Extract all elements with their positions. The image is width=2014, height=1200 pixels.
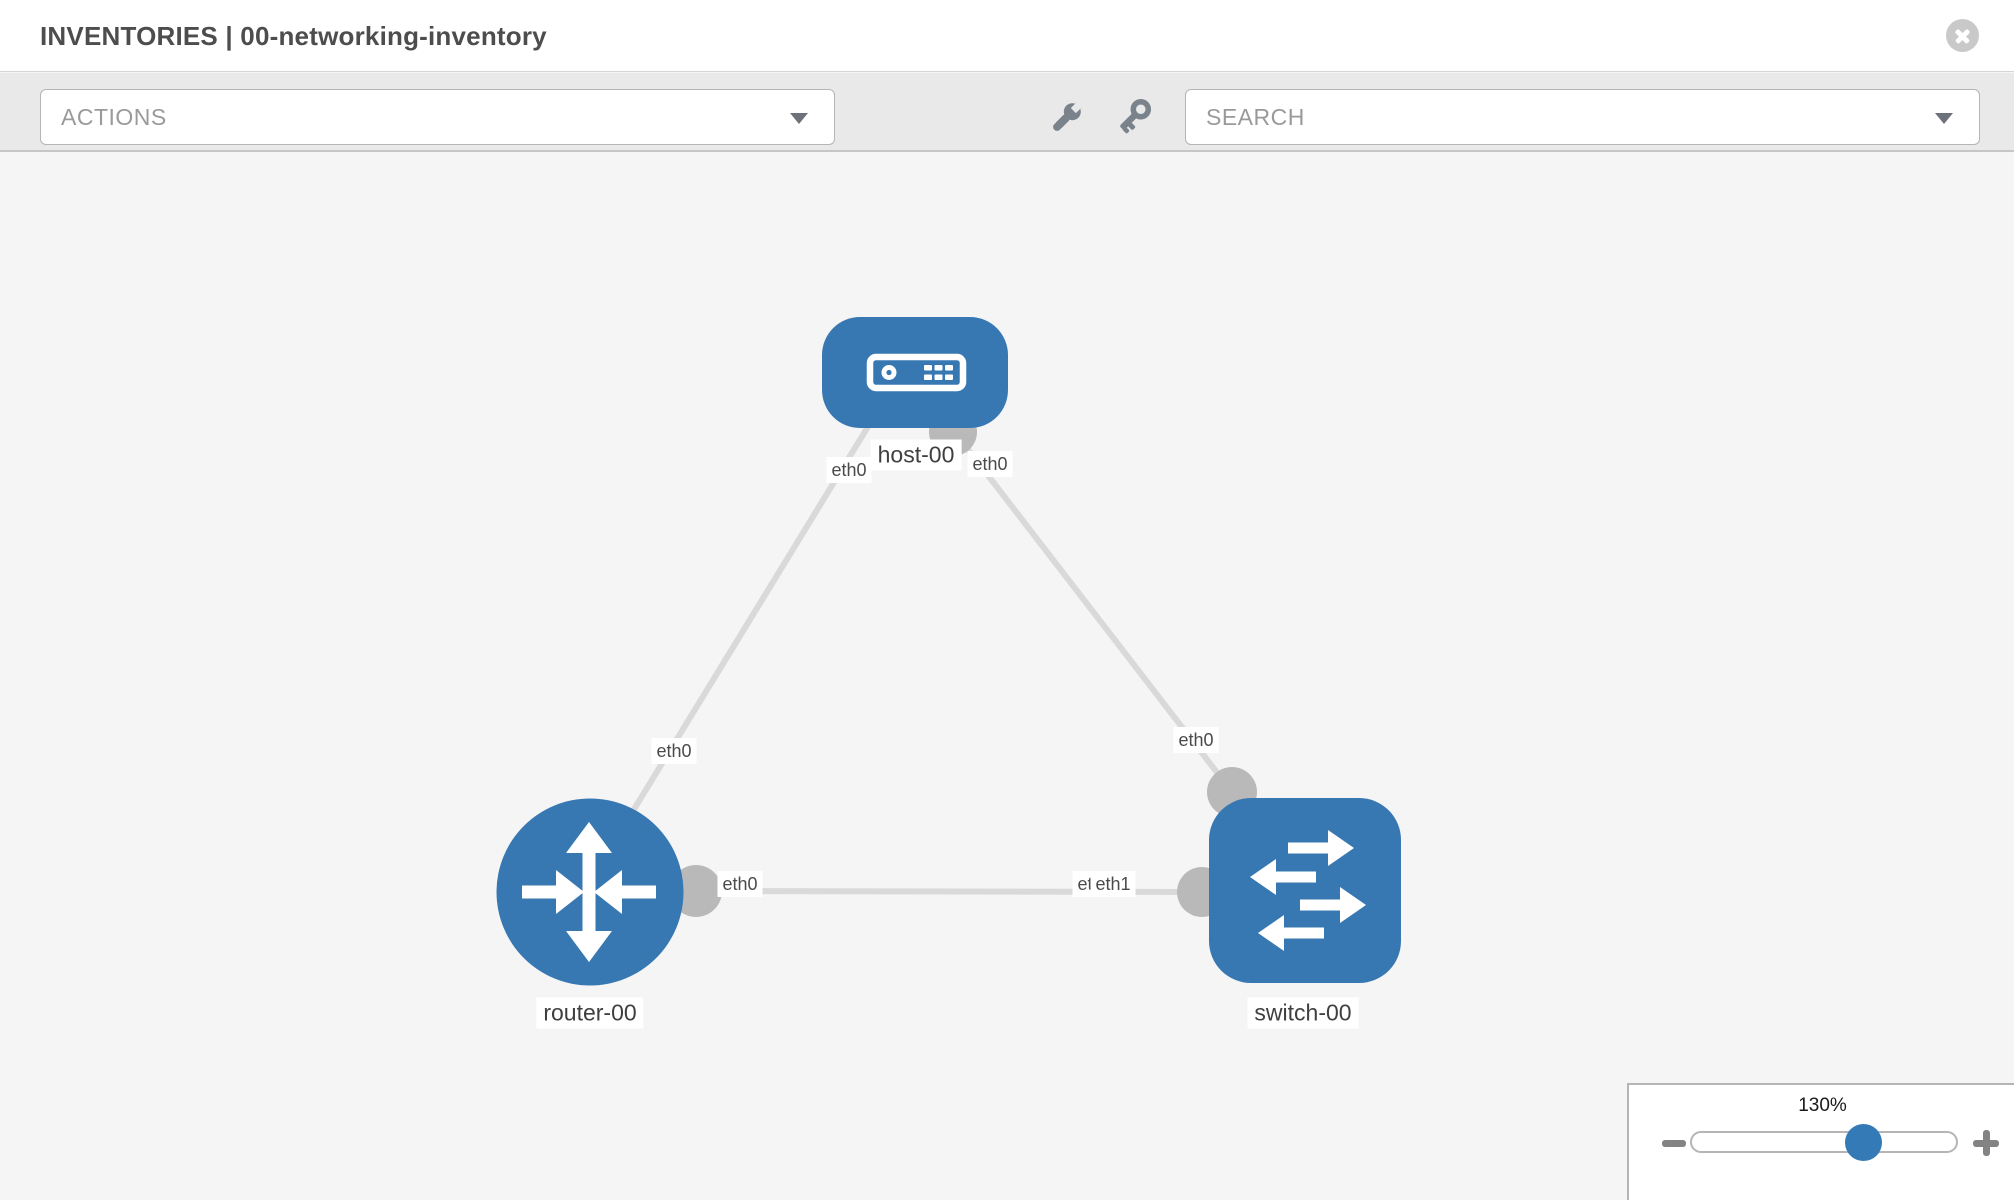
interface-label: eth0 (1173, 727, 1219, 753)
topology-canvas[interactable]: eth0 host-00 eth0 eth0 eth0 eth0 eth0 et… (0, 152, 2014, 1200)
node-host-00[interactable] (822, 317, 1008, 428)
zoom-level-value: 130% (1798, 1095, 1847, 1116)
interface-label: eth0 (826, 457, 872, 483)
zoom-in-icon[interactable] (1973, 1130, 1999, 1156)
node-label-switch-00: switch-00 (1247, 997, 1359, 1029)
header: INVENTORIES | 00-networking-inventory (0, 0, 2014, 72)
search-dropdown[interactable]: SEARCH (1185, 89, 1980, 145)
actions-dropdown[interactable]: ACTIONS (40, 89, 835, 145)
zoom-out-icon[interactable] (1662, 1140, 1686, 1147)
interface-label: eth0 (967, 451, 1013, 477)
node-router-00[interactable] (496, 798, 684, 986)
node-switch-00[interactable] (1209, 798, 1401, 983)
zoom-slider-track[interactable] (1690, 1131, 1958, 1153)
page-title: INVENTORIES | 00-networking-inventory (40, 21, 547, 51)
interface-label: eth0 (651, 738, 697, 764)
zoom-slider-thumb[interactable] (1845, 1124, 1882, 1161)
router-icon (522, 822, 656, 962)
interface-label: eth1 (1090, 871, 1136, 897)
port-router00-eth0[interactable] (670, 865, 722, 917)
interface-label: eth0 (717, 871, 763, 897)
close-icon[interactable] (1946, 19, 1979, 52)
key-icon[interactable] (1113, 97, 1153, 137)
actions-dropdown-label: ACTIONS (61, 103, 167, 130)
host-icon (866, 353, 967, 392)
switch-icon (1250, 830, 1366, 951)
chevron-down-icon (790, 113, 808, 124)
toolbar: ACTIONS SEARCH (0, 73, 2014, 152)
wrench-icon[interactable] (1047, 97, 1087, 137)
zoom-control-panel: 130% (1627, 1083, 2014, 1200)
node-label-router-00: router-00 (536, 997, 644, 1029)
search-dropdown-label: SEARCH (1206, 103, 1305, 130)
chevron-down-icon (1935, 113, 1953, 124)
node-label-host-00: host-00 (870, 439, 962, 471)
